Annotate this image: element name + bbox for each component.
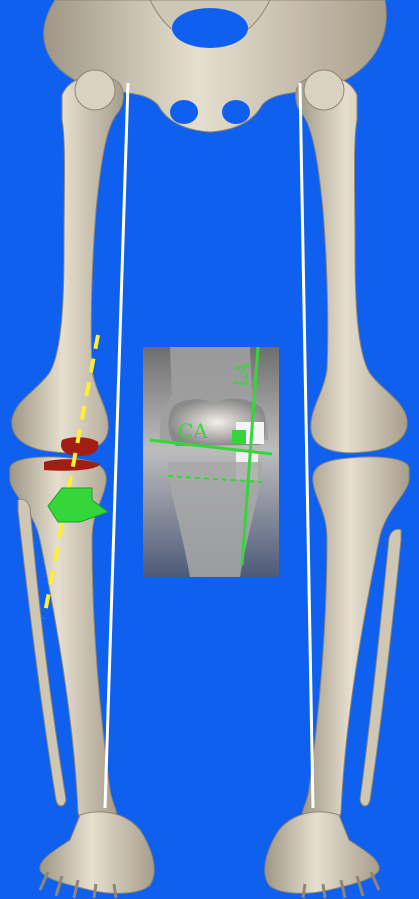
knee-xray-inset: CA LA [143,347,279,577]
right-angle-marker [232,430,246,444]
la-label: LA [230,360,254,389]
ca-label: CA [178,419,208,443]
